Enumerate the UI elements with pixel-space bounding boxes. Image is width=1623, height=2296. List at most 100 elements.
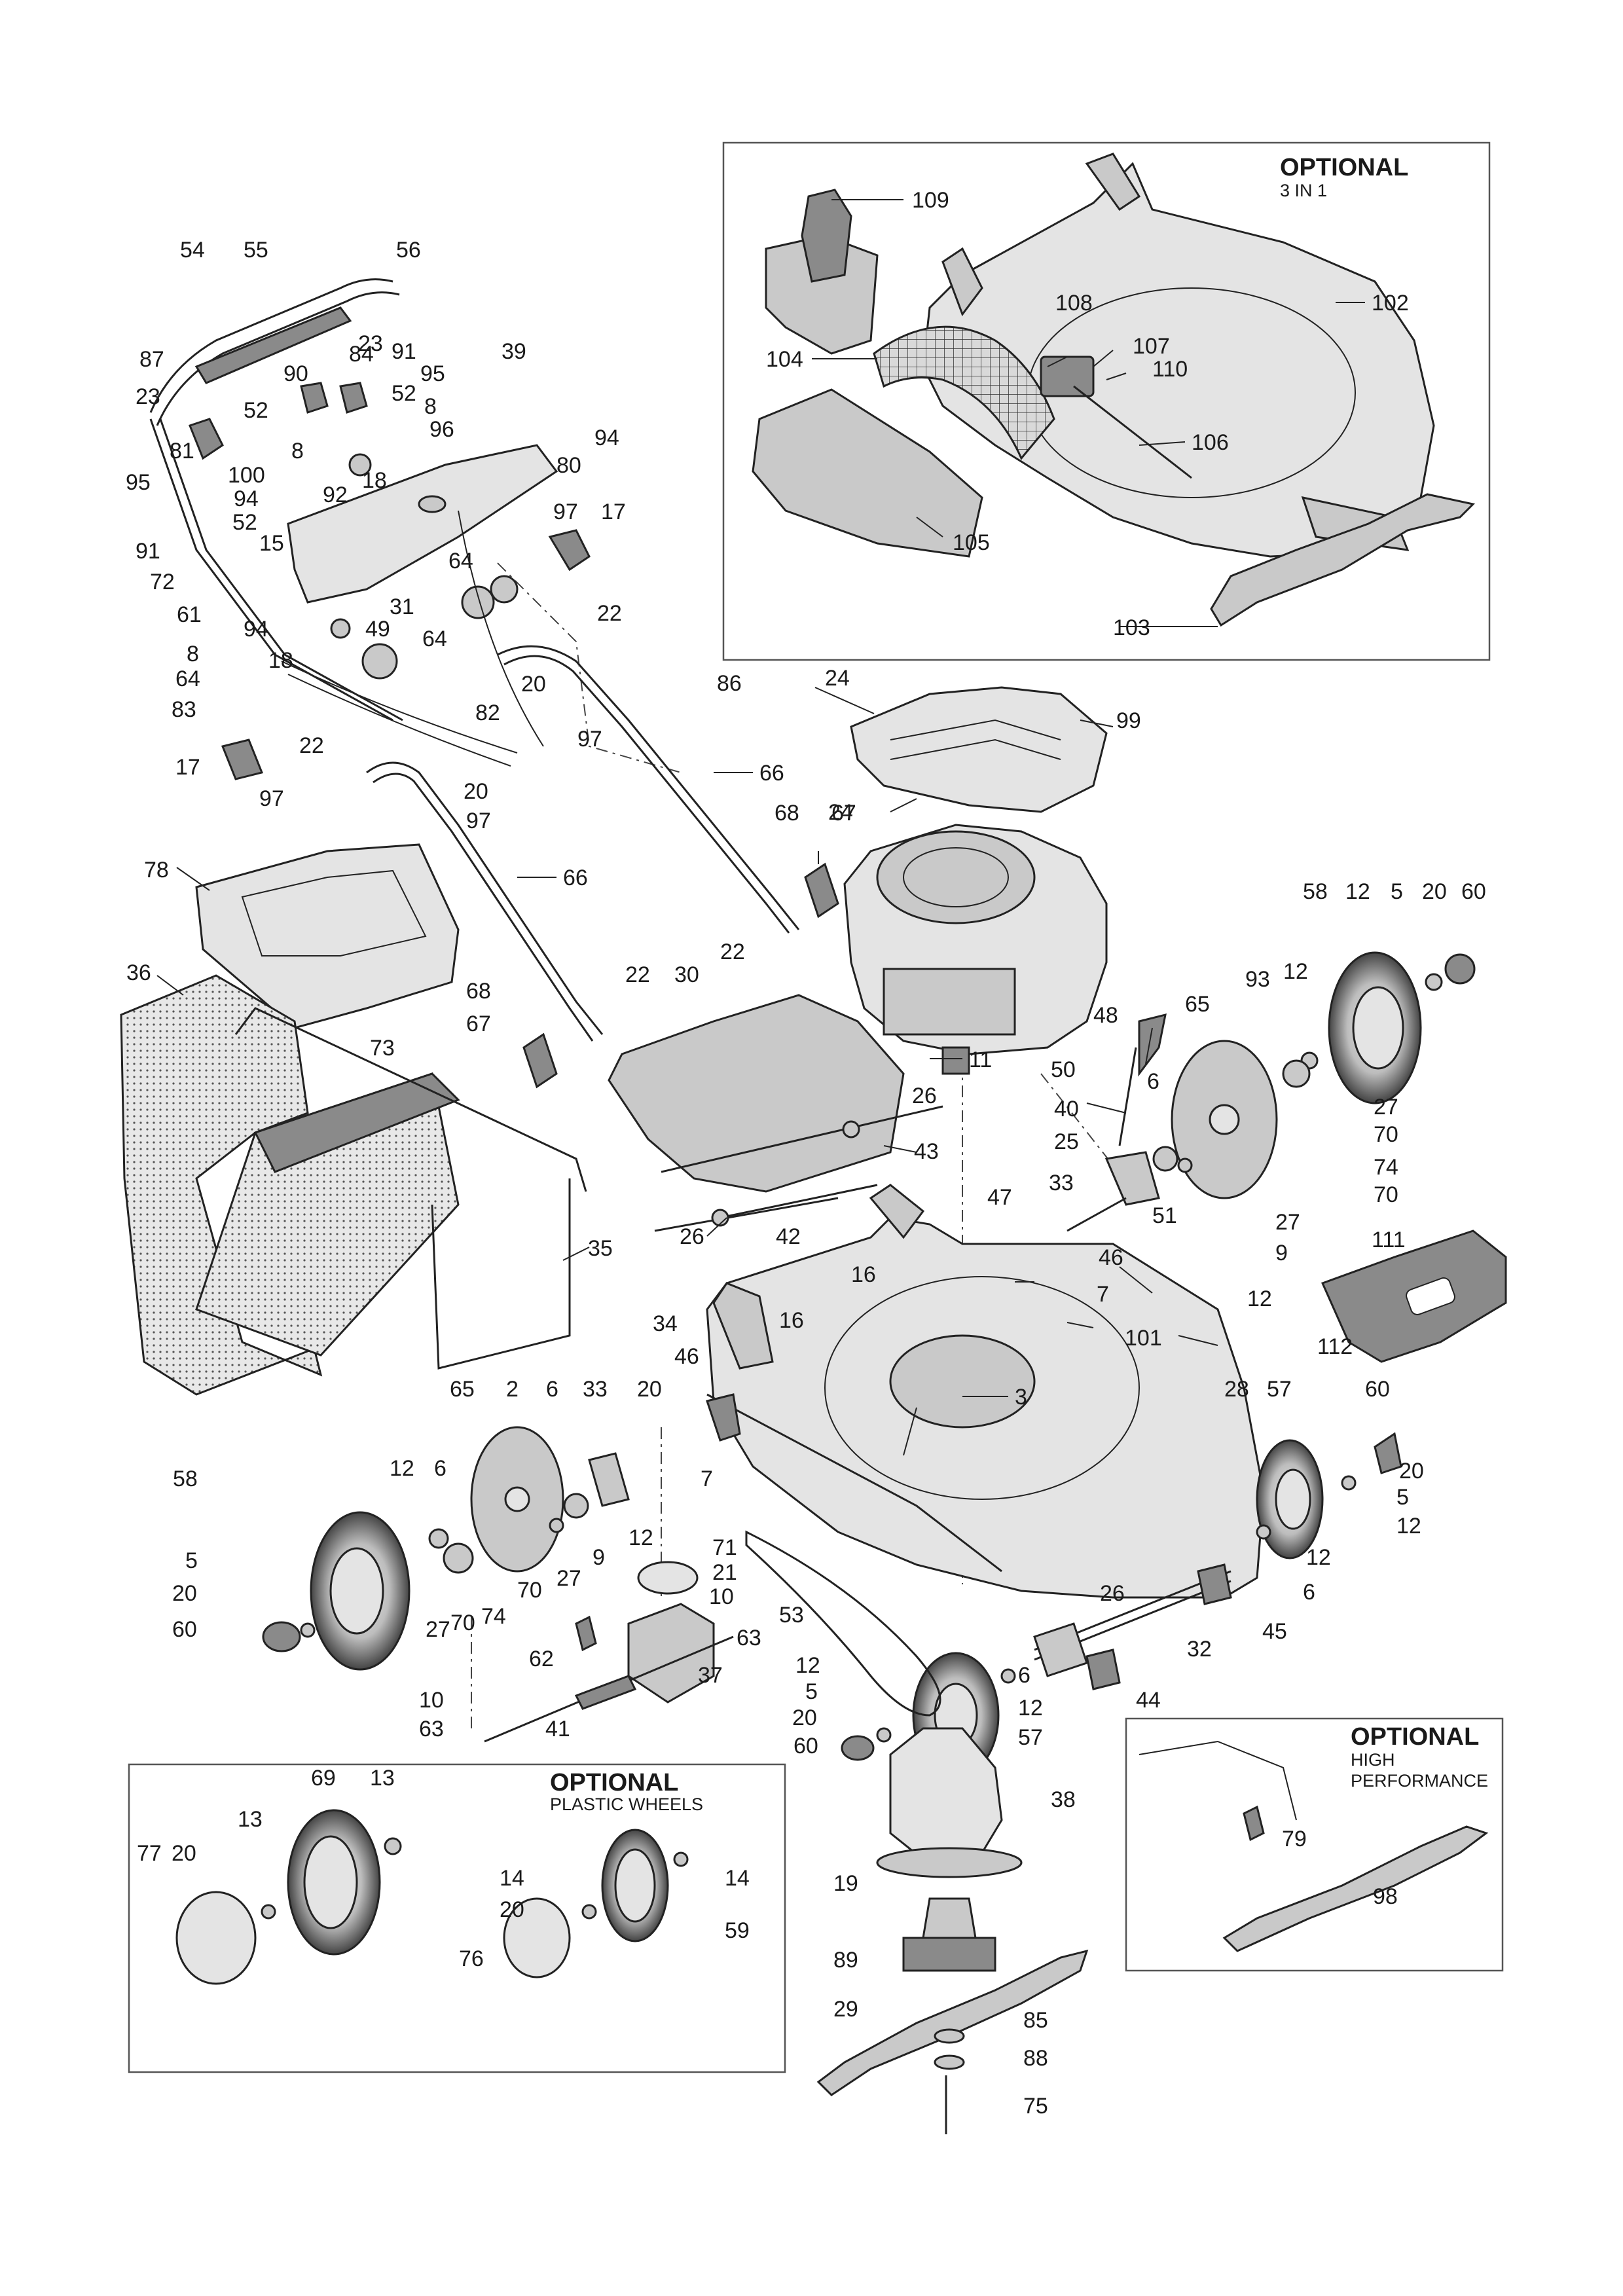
callout-70d: 70 — [450, 1611, 475, 1635]
callout-57a: 57 — [1267, 1377, 1292, 1402]
gearbox-37 — [484, 1561, 734, 1743]
callout-96: 96 — [429, 417, 454, 442]
engine-block — [843, 824, 1108, 1075]
callout-49: 49 — [365, 617, 390, 642]
callout-79: 79 — [1282, 1827, 1307, 1851]
optional-3in1-subtitle: 3 IN 1 — [1280, 181, 1327, 200]
callout-6c: 6 — [546, 1377, 558, 1402]
callout-6e: 6 — [1018, 1663, 1030, 1688]
callout-24a: 24 — [825, 666, 850, 691]
callout-53: 53 — [779, 1603, 804, 1628]
callout-9a: 9 — [1275, 1241, 1288, 1266]
callout-22a: 22 — [597, 601, 622, 626]
callout-23a: 23 — [136, 384, 160, 409]
callout-63b: 63 — [419, 1717, 444, 1741]
callout-63a: 63 — [737, 1626, 761, 1650]
callout-27c: 27 — [556, 1566, 581, 1591]
callout-46a: 46 — [1099, 1245, 1123, 1270]
cover-plate-112 — [1321, 1230, 1507, 1363]
optional-box-3in1: OPTIONAL 3 IN 1 — [722, 141, 1491, 661]
callout-109: 109 — [912, 188, 949, 213]
callout-24b: 24 — [828, 800, 853, 825]
callout-90: 90 — [283, 361, 308, 386]
callout-69: 69 — [311, 1766, 336, 1791]
callout-18b: 18 — [268, 648, 293, 673]
callout-5b: 5 — [1396, 1485, 1409, 1510]
callout-55: 55 — [244, 238, 268, 263]
callout-83: 83 — [172, 697, 196, 722]
optional-plastic-wheels-title: OPTIONAL — [550, 1769, 678, 1796]
callout-8a: 8 — [424, 394, 437, 419]
callout-57b: 57 — [1018, 1725, 1043, 1750]
callout-14a: 14 — [500, 1866, 524, 1891]
deflector-part-104 — [873, 325, 1055, 460]
callout-97a: 97 — [553, 500, 578, 524]
callout-78: 78 — [144, 858, 169, 883]
callout-27a: 27 — [1374, 1095, 1398, 1120]
callout-94b: 94 — [234, 486, 259, 511]
callout-111: 111 — [1372, 1228, 1406, 1252]
callout-74a: 74 — [1374, 1155, 1398, 1180]
callout-10b: 10 — [419, 1688, 444, 1713]
callout-15: 15 — [259, 531, 284, 556]
callout-35: 35 — [588, 1236, 613, 1261]
callout-16a: 16 — [851, 1262, 876, 1287]
callout-7a: 7 — [1097, 1282, 1109, 1307]
optional-high-performance-subtitle-2: PERFORMANCE — [1351, 1771, 1488, 1791]
callout-12c: 12 — [1247, 1286, 1272, 1311]
callout-88: 88 — [1023, 2046, 1048, 2071]
optional-3in1-title: OPTIONAL — [1280, 154, 1408, 181]
handle-levers-and-knobs — [189, 382, 591, 780]
callout-68a: 68 — [775, 801, 799, 826]
rear-wheel-right-58 — [1282, 951, 1476, 1104]
callout-40: 40 — [1054, 1097, 1079, 1121]
fuel-tank-cap-67 — [522, 862, 839, 1089]
height-adjust-right — [1067, 1013, 1278, 1232]
callout-26b: 26 — [680, 1224, 704, 1249]
callout-27d: 27 — [426, 1617, 450, 1642]
hp-blade-98 — [1139, 1740, 1489, 1952]
callout-81: 81 — [170, 439, 194, 464]
optional-high-performance-title: OPTIONAL — [1351, 1723, 1479, 1751]
optional-box-high-performance: OPTIONAL HIGH PERFORMANCE — [1125, 1717, 1504, 1972]
callout-56: 56 — [396, 238, 421, 263]
callout-5a: 5 — [1391, 879, 1403, 904]
callout-71: 71 — [712, 1535, 737, 1560]
optional-box-plastic-wheels: OPTIONAL PLASTIC WHEELS — [128, 1763, 786, 2073]
callout-12h: 12 — [795, 1653, 820, 1678]
callout-25: 25 — [1054, 1129, 1079, 1154]
callout-39: 39 — [501, 339, 526, 364]
callout-12i: 12 — [1018, 1696, 1043, 1721]
callout-12a: 12 — [1345, 879, 1370, 904]
callout-16b: 16 — [779, 1308, 804, 1333]
callout-94a: 94 — [594, 426, 619, 450]
callout-42: 42 — [776, 1224, 801, 1249]
side-discharge-chute-part-105 — [752, 388, 983, 558]
callout-3: 3 — [1015, 1385, 1027, 1410]
callout-5c: 5 — [185, 1548, 198, 1573]
callout-30: 30 — [674, 962, 699, 987]
callout-97d: 97 — [577, 727, 602, 752]
callout-20i: 20 — [500, 1897, 524, 1922]
callout-70a: 70 — [1374, 1122, 1398, 1147]
callout-6d: 6 — [434, 1456, 447, 1481]
rear-axle-parts — [654, 1120, 878, 1232]
callout-12f: 12 — [390, 1456, 414, 1481]
callout-6a: 6 — [1147, 1069, 1159, 1094]
callout-12g: 12 — [629, 1525, 653, 1550]
lower-handle-parts-86 — [366, 645, 800, 1042]
callout-67a: 67 — [831, 801, 856, 826]
callout-43: 43 — [914, 1139, 939, 1164]
callout-60d: 60 — [793, 1734, 818, 1758]
callout-70b: 70 — [1374, 1182, 1398, 1207]
callout-38: 38 — [1051, 1787, 1076, 1812]
callout-54: 54 — [180, 238, 205, 263]
callout-20c: 20 — [1422, 879, 1447, 904]
main-blade-29 — [816, 1949, 1089, 2134]
callout-70c: 70 — [517, 1578, 542, 1603]
front-axle-32 — [1033, 1563, 1232, 1690]
callout-50: 50 — [1051, 1057, 1076, 1082]
callout-91b: 91 — [136, 539, 160, 564]
callout-28: 28 — [1224, 1377, 1249, 1402]
callout-52a: 52 — [392, 381, 416, 406]
